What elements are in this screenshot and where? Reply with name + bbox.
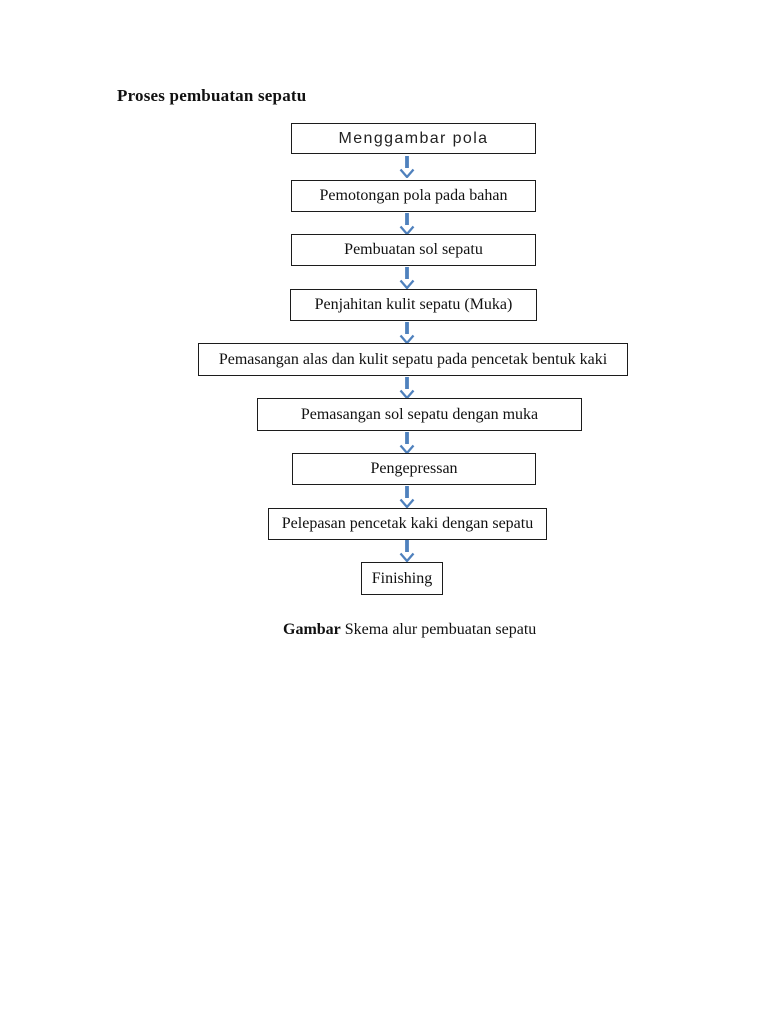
down-arrow-icon bbox=[399, 322, 415, 344]
down-arrow-icon bbox=[399, 540, 415, 562]
down-arrow-icon bbox=[399, 156, 415, 178]
flow-step-pelepasan-pencetak: Pelepasan pencetak kaki dengan sepatu bbox=[268, 508, 547, 540]
flow-step-pengepressan: Pengepressan bbox=[292, 453, 536, 485]
caption-label: Gambar bbox=[283, 621, 341, 638]
flow-step-pemasangan-alas: Pemasangan alas dan kulit sepatu pada pe… bbox=[198, 343, 628, 376]
down-arrow-icon bbox=[399, 432, 415, 454]
flow-step-finishing: Finishing bbox=[361, 562, 443, 595]
down-arrow-icon bbox=[399, 213, 415, 235]
flow-step-pemasangan-sol: Pemasangan sol sepatu dengan muka bbox=[257, 398, 582, 431]
down-arrow-icon bbox=[399, 377, 415, 399]
flow-step-menggambar-pola: Menggambar pola bbox=[291, 123, 536, 154]
caption-text: Skema alur pembuatan sepatu bbox=[344, 621, 537, 638]
flow-step-pemotongan-pola: Pemotongan pola pada bahan bbox=[291, 180, 536, 212]
figure-caption: Gambar Skema alur pembuatan sepatu bbox=[283, 621, 536, 639]
flow-step-pembuatan-sol: Pembuatan sol sepatu bbox=[291, 234, 536, 266]
flow-step-penjahitan-kulit: Penjahitan kulit sepatu (Muka) bbox=[290, 289, 537, 321]
page-title: Proses pembuatan sepatu bbox=[117, 86, 307, 105]
down-arrow-icon bbox=[399, 267, 415, 289]
down-arrow-icon bbox=[399, 486, 415, 508]
